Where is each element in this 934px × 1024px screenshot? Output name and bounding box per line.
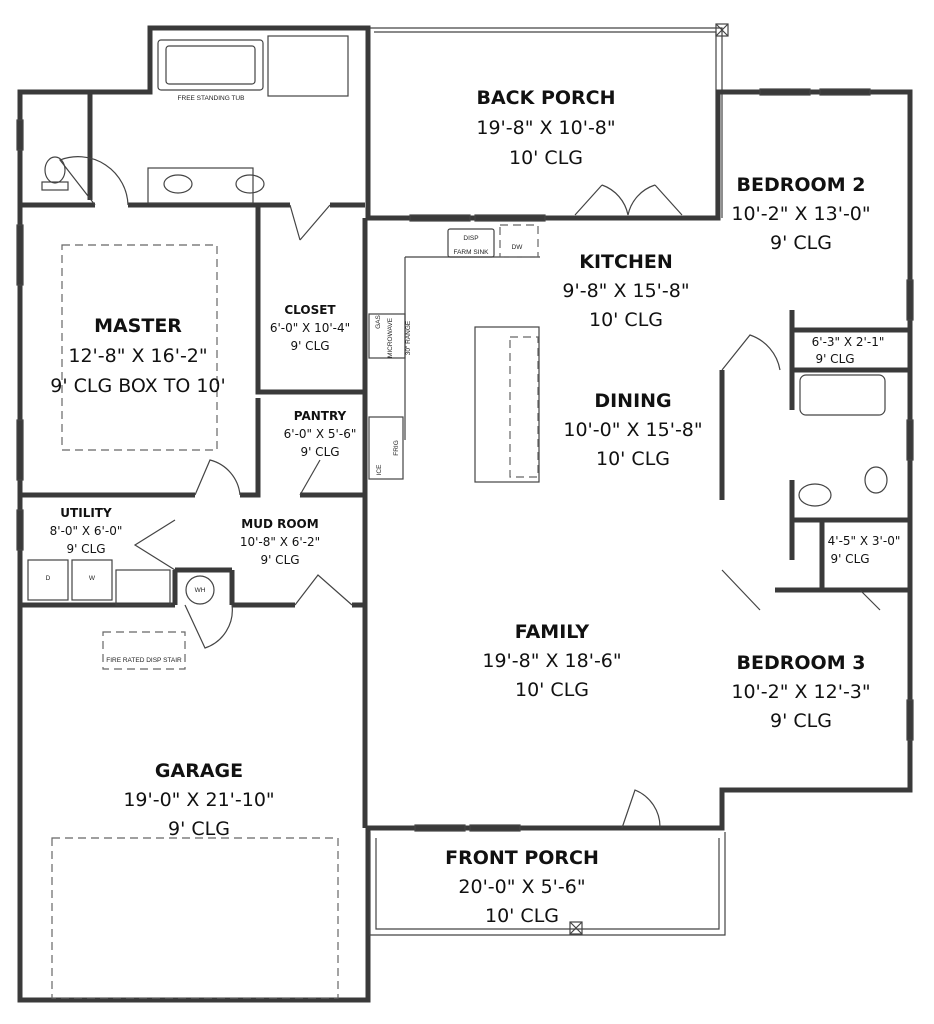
gas-label: GAS — [375, 314, 382, 328]
room-size: 19'-8" X 10'-8" — [476, 117, 615, 139]
room-ceiling: 9' CLG BOX TO 10' — [50, 375, 225, 397]
room-size: 10'-8" X 6'-2" — [240, 535, 320, 549]
room-utility: UTILITY 8'-0" X 6'-0" 9' CLG — [50, 506, 123, 556]
room-front-porch: FRONT PORCH 20'-0" X 5'-6" 10' CLG — [445, 847, 599, 927]
room-master: MASTER 12'-8" X 16'-2" 9' CLG BOX TO 10' — [50, 315, 225, 397]
ice-label: ICE — [376, 464, 383, 476]
exterior-walls — [17, 25, 913, 1003]
doors — [59, 156, 881, 829]
room-pantry: PANTRY 6'-0" X 5'-6" 9' CLG — [284, 409, 357, 459]
room-ceiling: 9' CLG — [830, 552, 869, 566]
room-name: UTILITY — [60, 506, 112, 520]
room-ceiling: 9' CLG — [770, 710, 832, 732]
room-name: KITCHEN — [579, 251, 672, 273]
dw-label: DW — [512, 244, 524, 251]
room-name: DINING — [594, 390, 671, 412]
frig-label: FRIG — [393, 440, 400, 456]
room-name: BACK PORCH — [476, 87, 615, 109]
room-name: CLOSET — [284, 303, 336, 317]
room-ceiling: 9' CLG — [770, 232, 832, 254]
room-ceiling: 9' CLG — [290, 339, 329, 353]
room-ceiling: 9' CLG — [66, 542, 105, 556]
range-label: 30" RANGE — [405, 320, 412, 355]
room-ceiling: 10' CLG — [596, 448, 670, 470]
room-size: 10'-2" X 13'-0" — [731, 203, 870, 225]
room-size: 19'-8" X 18'-6" — [482, 650, 621, 672]
room-dining: DINING 10'-0" X 15'-8" 10' CLG — [563, 390, 702, 470]
room-size: 8'-0" X 6'-0" — [50, 524, 123, 538]
room-ceiling: 9' CLG — [168, 818, 230, 840]
room-size: 6'-3" X 2'-1" — [812, 335, 885, 349]
room-ceiling: 9' CLG — [300, 445, 339, 459]
room-size: 9'-8" X 15'-8" — [562, 280, 689, 302]
interior-walls — [20, 28, 910, 608]
room-ceiling: 10' CLG — [515, 679, 589, 701]
sink-label: FARM SINK — [453, 249, 489, 256]
room-family: FAMILY 19'-8" X 18'-6" 10' CLG — [482, 621, 621, 701]
room-bedroom-2: BEDROOM 2 10'-2" X 13'-0" 9' CLG — [731, 174, 870, 254]
room-size: 20'-0" X 5'-6" — [458, 876, 585, 898]
room-name: BEDROOM 3 — [737, 652, 866, 674]
room-name: BEDROOM 2 — [737, 174, 866, 196]
front-porch-outline — [369, 832, 726, 936]
room-size: 10'-2" X 12'-3" — [731, 681, 870, 703]
room-back-porch: BACK PORCH 19'-8" X 10'-8" 10' CLG — [476, 87, 615, 169]
room-name: GARAGE — [155, 760, 243, 782]
room-ceiling: 10' CLG — [509, 147, 583, 169]
room-linen-closet-2: 4'-5" X 3'-0" 9' CLG — [828, 534, 901, 566]
room-size: 10'-0" X 15'-8" — [563, 419, 702, 441]
windows — [16, 88, 914, 832]
room-size: 4'-5" X 3'-0" — [828, 534, 901, 548]
room-name: FAMILY — [515, 621, 590, 643]
room-mud-room: MUD ROOM 10'-8" X 6'-2" 9' CLG — [240, 517, 320, 567]
water-heater-label: WH — [195, 587, 206, 594]
room-ceiling: 9' CLG — [260, 553, 299, 567]
fixtures — [27, 35, 888, 999]
room-name: MUD ROOM — [241, 517, 318, 531]
disp-label: DISP — [463, 235, 478, 242]
dryer-label: D — [46, 575, 51, 582]
tub-label: FREE STANDING TUB — [178, 95, 245, 102]
room-ceiling: 10' CLG — [485, 905, 559, 927]
room-closet: CLOSET 6'-0" X 10'-4" 9' CLG — [270, 303, 350, 353]
microwave-label: MICROWAVE — [387, 317, 394, 358]
room-garage: GARAGE 19'-0" X 21'-10" 9' CLG — [123, 760, 274, 840]
room-kitchen: KITCHEN 9'-8" X 15'-8" 10' CLG — [562, 251, 689, 331]
room-size: 12'-8" X 16'-2" — [68, 345, 207, 367]
fixture-labels: FREE STANDING TUB DISP FARM SINK DW GAS … — [46, 95, 524, 664]
room-name: PANTRY — [294, 409, 347, 423]
room-size: 6'-0" X 5'-6" — [284, 427, 357, 441]
room-size: 19'-0" X 21'-10" — [123, 789, 274, 811]
room-size: 6'-0" X 10'-4" — [270, 321, 350, 335]
room-name: MASTER — [94, 315, 182, 337]
room-bedroom-3: BEDROOM 3 10'-2" X 12'-3" 9' CLG — [731, 652, 870, 732]
washer-label: W — [89, 575, 96, 582]
room-ceiling: 9' CLG — [815, 352, 854, 366]
room-name: FRONT PORCH — [445, 847, 599, 869]
room-ceiling: 10' CLG — [589, 309, 663, 331]
room-linen-closet-1: 6'-3" X 2'-1" 9' CLG — [812, 335, 885, 366]
stair-label: FIRE RATED DISP STAIR — [106, 657, 182, 664]
